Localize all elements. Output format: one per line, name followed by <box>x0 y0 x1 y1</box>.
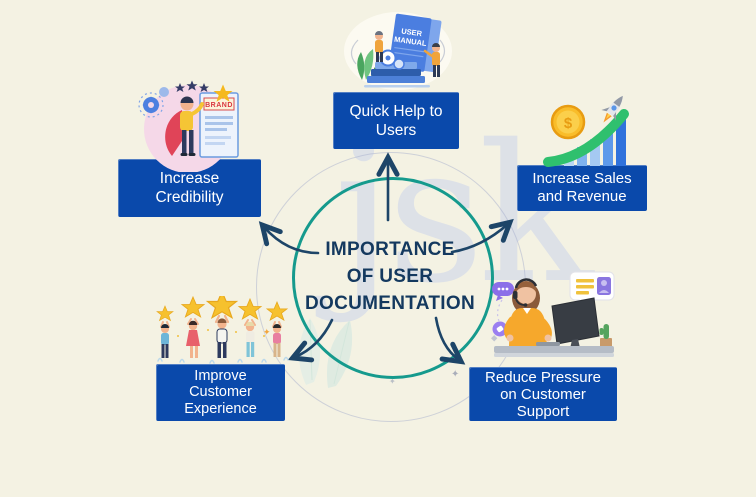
sparkle-icon: ✦ <box>451 369 460 380</box>
box-sales-label: Increase Sales and Revenue <box>532 170 632 205</box>
customer-experience-illustration-icon <box>156 296 289 364</box>
brand-poster-text: BRAND <box>205 102 233 109</box>
sparkle-icon: ✦ <box>263 327 271 337</box>
box-improve-customer-experience: Improve Customer Experience <box>156 364 285 421</box>
user-manual-illustration-icon: USER MANUAL <box>344 12 452 90</box>
sparkle-icon: ✦ <box>389 377 396 386</box>
central-circle <box>292 177 494 379</box>
box-quick-help-label: Quick Help to Users <box>349 102 443 139</box>
box-quick-help-to-users: Quick Help to Users <box>333 92 459 149</box>
box-increase-sales-revenue: Increase Sales and Revenue <box>517 165 647 211</box>
book-title-line1: USER <box>401 26 423 38</box>
diagram-title: IMPORTANCE OF USER DOCUMENTATION <box>305 239 475 314</box>
box-credibility-label: Increase Credibility <box>155 170 224 206</box>
coin-dollar-symbol: $ <box>564 115 573 132</box>
box-support-label: Reduce Pressure on Customer Support <box>485 368 601 420</box>
credibility-brand-illustration-icon: BRAND <box>138 80 239 172</box>
sales-growth-illustration-icon: $ <box>543 95 629 167</box>
customer-support-illustration-icon <box>491 271 615 357</box>
box-experience-label: Improve Customer Experience <box>184 367 257 417</box>
box-reduce-pressure-support: Reduce Pressure on Customer Support <box>469 367 617 421</box>
